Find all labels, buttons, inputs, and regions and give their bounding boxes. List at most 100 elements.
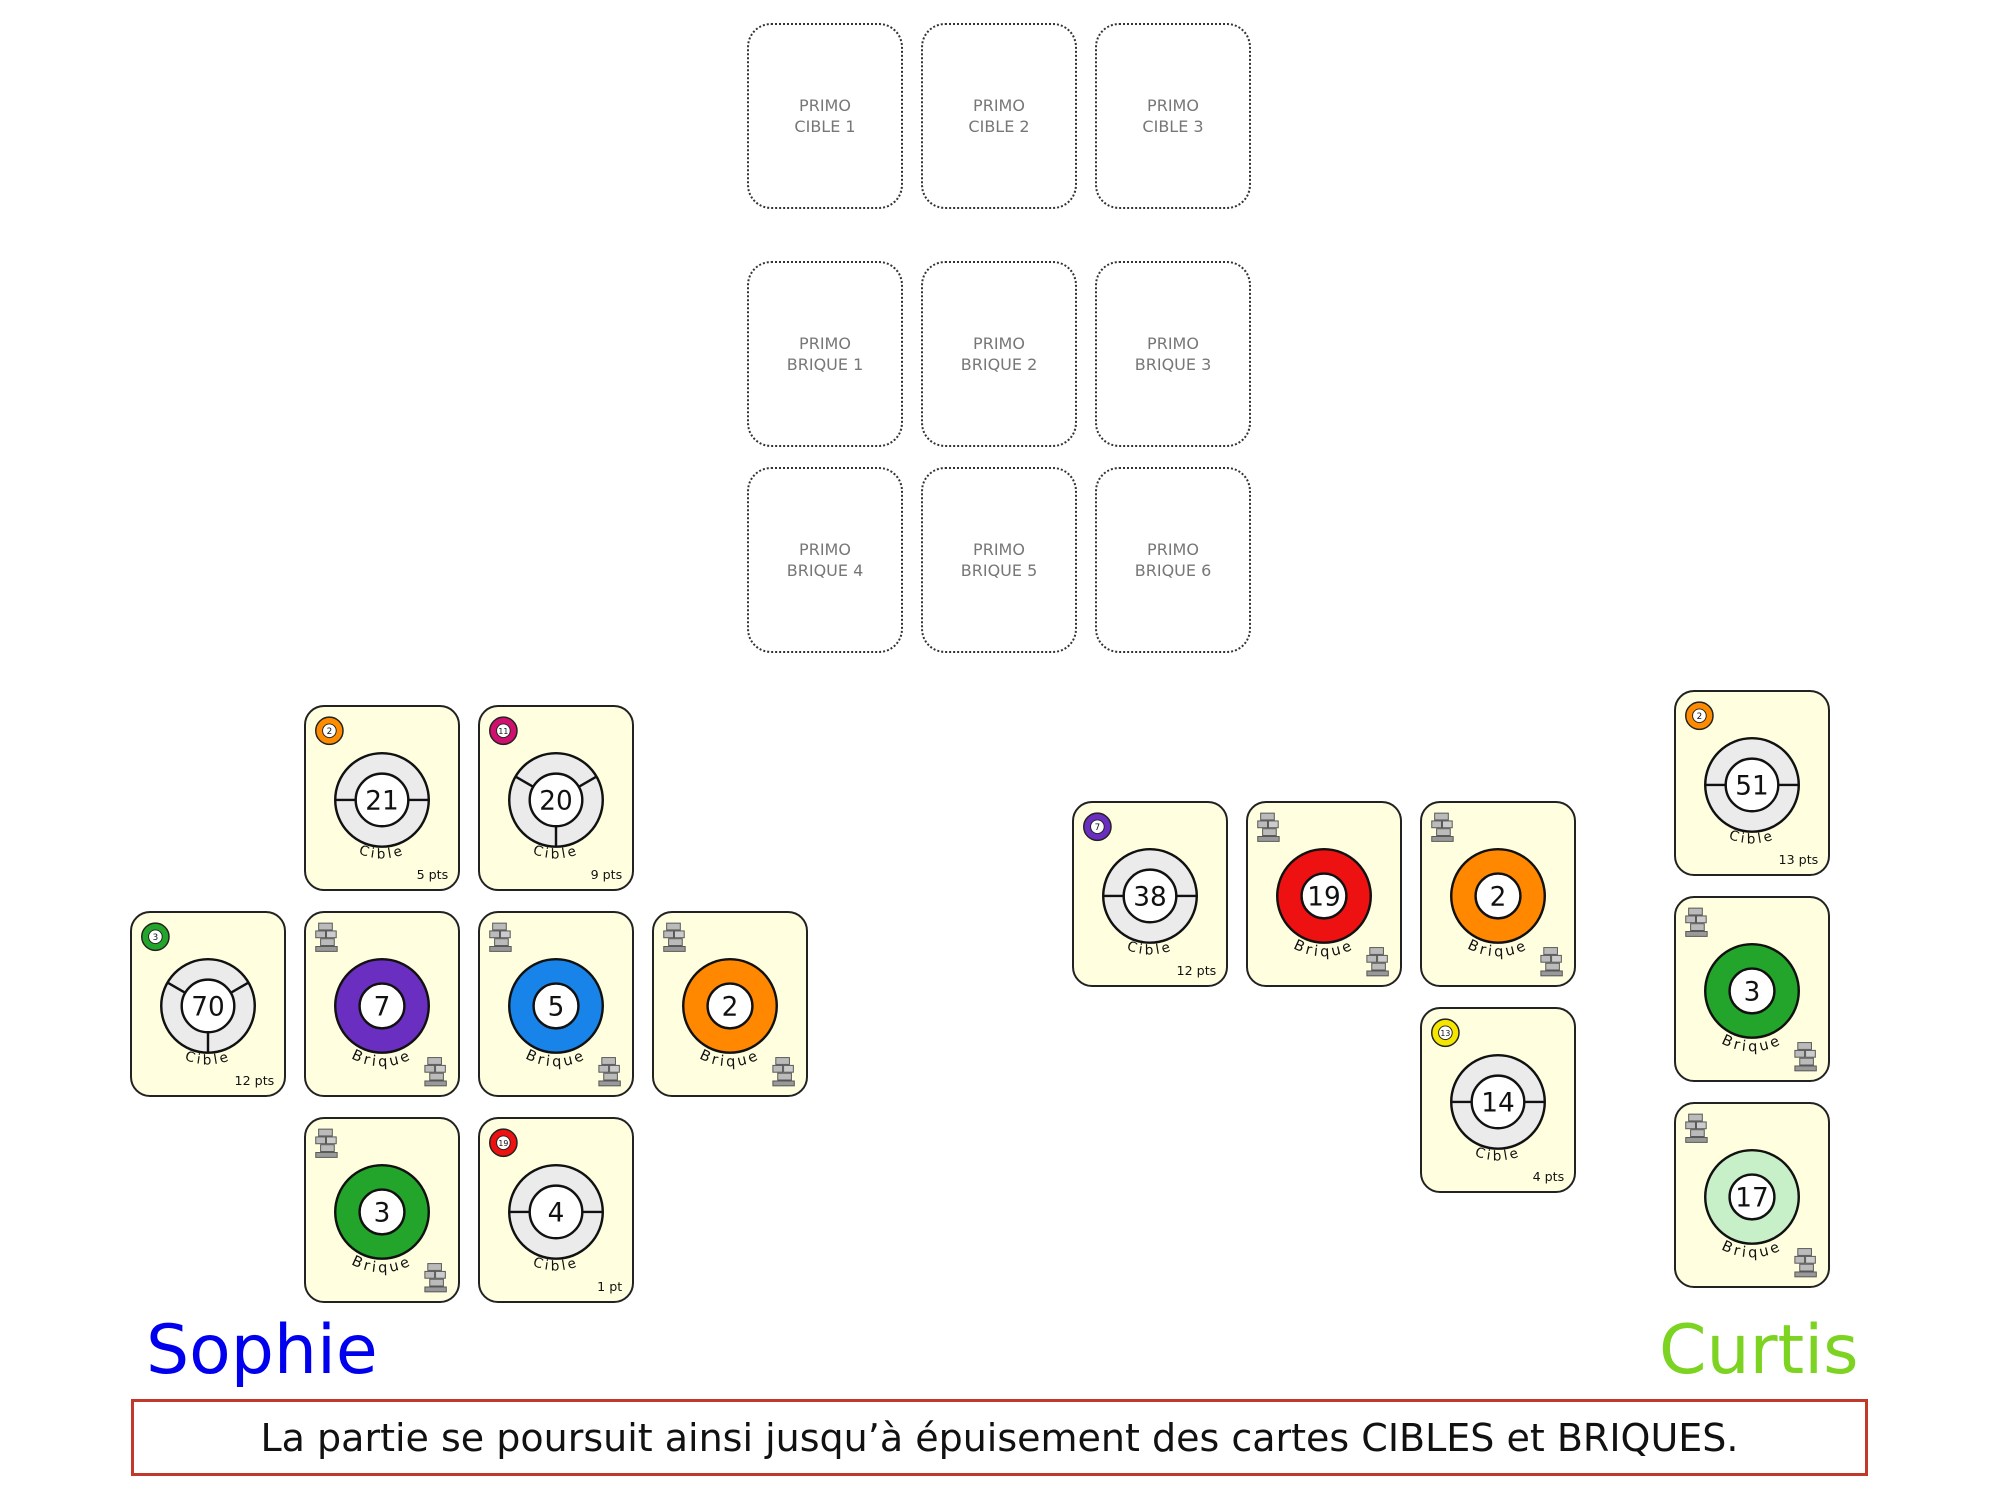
card-number: 17 — [1735, 1184, 1768, 1214]
card-number: 7 — [374, 993, 391, 1023]
card-number: 2 — [1490, 883, 1507, 913]
brick-tower-icon — [1366, 947, 1389, 977]
slot-line1: PRIMO — [799, 96, 851, 115]
brick-tower-icon — [1540, 947, 1563, 977]
brick-tower-icon — [315, 922, 338, 952]
slot-line1: PRIMO — [1147, 96, 1199, 115]
brick-inner-circle — [1300, 872, 1348, 920]
slot-line2: BRIQUE 1 — [786, 355, 864, 374]
slot-line1: PRIMO — [973, 334, 1025, 353]
brick-inner-circle — [358, 1188, 406, 1236]
card-number: 14 — [1481, 1089, 1514, 1119]
card-points: 12 pts — [1177, 963, 1217, 978]
badge-number: 3 — [153, 933, 159, 943]
primo-brique-slot-3: PRIMO BRIQUE 3 — [1095, 261, 1251, 447]
primo-cible-slot-2: PRIMO CIBLE 2 — [921, 23, 1077, 209]
player-name-sophie: Sophie — [146, 1311, 378, 1390]
brick-tower-icon — [1794, 1042, 1817, 1072]
primo-brique-slot-4: PRIMO BRIQUE 4 — [747, 467, 903, 653]
card-label: Cible — [183, 1048, 233, 1068]
target-inner-circle — [528, 1184, 584, 1240]
badge-number: 11 — [498, 727, 508, 736]
card-points: 13 pts — [1779, 852, 1819, 867]
slot-line1: PRIMO — [799, 540, 851, 559]
brick-tower-icon — [1431, 812, 1454, 842]
badge-number: 13 — [1440, 1029, 1450, 1038]
player-name-curtis: Curtis — [1659, 1311, 1859, 1390]
card-number: 3 — [374, 1199, 391, 1229]
slot-line1: PRIMO — [973, 540, 1025, 559]
brick-tower-icon — [772, 1057, 795, 1087]
primo-brique-slot-1: PRIMO BRIQUE 1 — [747, 261, 903, 447]
caption-box: La partie se poursuit ainsi jusqu’à épui… — [131, 1399, 1868, 1476]
card-label: Cible — [531, 1254, 581, 1274]
brick-tower-icon — [598, 1057, 621, 1087]
card-number: 51 — [1735, 772, 1768, 802]
target-inner-circle — [180, 978, 236, 1034]
target-inner-circle — [528, 772, 584, 828]
brick-tower-icon — [1685, 1113, 1708, 1143]
slot-line2: CIBLE 2 — [968, 117, 1030, 136]
primo-brique-slot-5: PRIMO BRIQUE 5 — [921, 467, 1077, 653]
card-points: 1 pt — [597, 1279, 622, 1294]
slot-line2: BRIQUE 6 — [1134, 561, 1212, 580]
brick-tower-icon — [1685, 907, 1708, 937]
target-inner-circle — [1470, 1074, 1526, 1130]
slot-line2: BRIQUE 3 — [1134, 355, 1212, 374]
brick-inner-circle — [358, 982, 406, 1030]
brick-inner-circle — [706, 982, 754, 1030]
brick-inner-circle — [1728, 967, 1776, 1015]
card-label: Cible — [1125, 938, 1175, 958]
brick-inner-circle — [1474, 872, 1522, 920]
card-number: 20 — [539, 787, 572, 817]
slot-line2: BRIQUE 2 — [960, 355, 1038, 374]
badge-number: 2 — [327, 727, 333, 737]
slot-line2: CIBLE 1 — [794, 117, 856, 136]
card-number: 3 — [1744, 978, 1761, 1008]
badge-number: 19 — [498, 1139, 508, 1148]
brick-inner-circle — [1728, 1173, 1776, 1221]
badge-number: 2 — [1697, 712, 1703, 722]
card-label: Cible — [1727, 827, 1777, 847]
slot-line1: PRIMO — [973, 96, 1025, 115]
brick-tower-icon — [315, 1128, 338, 1158]
primo-brique-slot-2: PRIMO BRIQUE 2 — [921, 261, 1077, 447]
badge-number: 7 — [1095, 823, 1101, 833]
card-points: 12 pts — [235, 1073, 275, 1088]
slot-line2: BRIQUE 4 — [786, 561, 864, 580]
card-number: 38 — [1133, 883, 1166, 913]
brick-tower-icon — [1794, 1248, 1817, 1278]
card-label: Cible — [1473, 1144, 1523, 1164]
primo-cible-slot-1: PRIMO CIBLE 1 — [747, 23, 903, 209]
brick-tower-icon — [1257, 812, 1280, 842]
card-number: 21 — [365, 787, 398, 817]
brick-tower-icon — [489, 922, 512, 952]
brick-tower-icon — [663, 922, 686, 952]
card-number: 70 — [191, 993, 224, 1023]
caption-text: La partie se poursuit ainsi jusqu’à épui… — [260, 1415, 1739, 1460]
card-number: 5 — [548, 993, 565, 1023]
slot-line1: PRIMO — [1147, 334, 1199, 353]
slot-line2: CIBLE 3 — [1142, 117, 1204, 136]
card-number: 2 — [722, 993, 739, 1023]
card-number: 19 — [1307, 883, 1340, 913]
primo-brique-slot-6: PRIMO BRIQUE 6 — [1095, 467, 1251, 653]
card-number: 4 — [548, 1199, 565, 1229]
slot-line1: PRIMO — [799, 334, 851, 353]
card-label: Cible — [531, 842, 581, 862]
